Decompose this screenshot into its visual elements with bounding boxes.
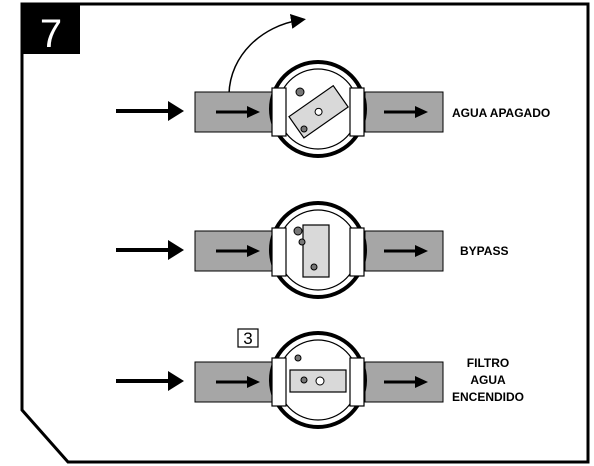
step-badge: [22, 4, 80, 54]
clamp-right: [349, 227, 365, 277]
valve-screw-top: [295, 87, 305, 97]
valve-screw-top: [294, 354, 302, 362]
flow-in-arrowhead: [168, 101, 184, 121]
flow-in-arrowhead: [168, 371, 184, 391]
frame-outline: [20, 2, 590, 464]
pipe-arrowhead-left: [247, 376, 260, 388]
valve-row-off: AGUA APAGADO: [116, 60, 550, 158]
state-label-filter-line3: ENCENDIDO: [452, 390, 524, 404]
clamp-right: [349, 357, 365, 407]
rotation-arrow: [228, 14, 306, 95]
clamp-left: [271, 227, 287, 277]
clamp-right: [349, 87, 365, 137]
valve-screw-bottom: [300, 125, 308, 133]
sub-step-box: [237, 328, 259, 348]
valve-screw-bottom: [310, 263, 318, 271]
valve-row-bypass: BYPASS: [116, 201, 508, 299]
state-label-bypass: BYPASS: [460, 244, 508, 258]
pipe-arrowhead-right: [415, 376, 428, 388]
pipe-arrowhead-left: [247, 245, 260, 257]
pipe-arrowhead-right: [415, 106, 428, 118]
state-label-filter-line1: FILTRO: [467, 356, 509, 370]
valve-screw-left: [300, 376, 308, 384]
valve-row-filter-on: 3 FILTRO AGUA ENCENDIDO: [116, 328, 524, 429]
state-label-filter-line2: AGUA: [470, 373, 506, 387]
pipe-arrowhead-left: [247, 106, 260, 118]
valve-screw-top: [293, 226, 303, 236]
valve-handle-angled: [288, 84, 349, 139]
valve-screw-mid: [298, 238, 306, 246]
state-label-off: AGUA APAGADO: [452, 106, 550, 120]
valve-center: [315, 376, 325, 386]
sub-step-number: 3: [243, 329, 252, 348]
flow-in-arrowhead: [168, 240, 184, 260]
clamp-left: [271, 357, 287, 407]
clamp-left: [271, 87, 287, 137]
pipe-arrowhead-right: [415, 245, 428, 257]
step-number: 7: [40, 12, 62, 56]
